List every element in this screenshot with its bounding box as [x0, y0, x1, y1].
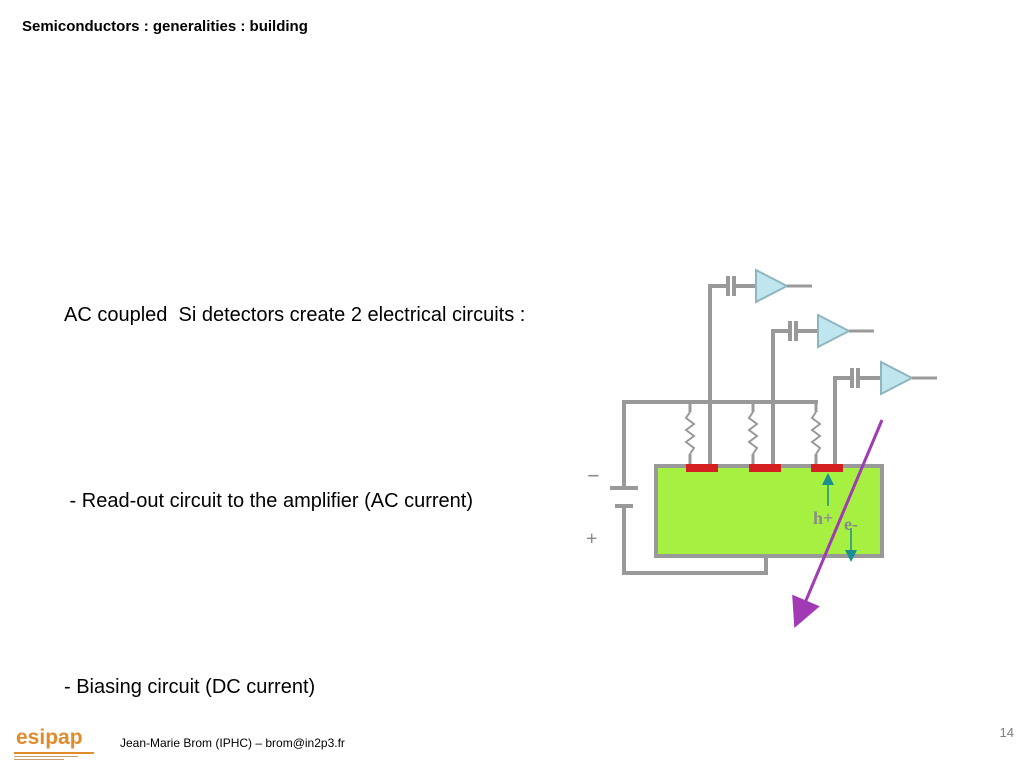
capacitor-2 — [788, 321, 818, 341]
readout-strips — [686, 464, 843, 472]
particle-track-arrow — [792, 419, 884, 629]
logo-tagline-line — [14, 756, 78, 757]
slide-title: Semiconductors : generalities : building — [22, 18, 308, 35]
hole-label: h+ — [813, 508, 833, 528]
body-text: AC coupled Si detectors create 2 electri… — [64, 238, 525, 734]
strip-2 — [749, 464, 781, 472]
esipap-logo: esipap — [14, 726, 104, 762]
strip-3 — [811, 464, 843, 472]
logo-wordmark: esipap — [16, 726, 83, 749]
body-line-1: AC coupled Si detectors create 2 electri… — [64, 304, 526, 326]
amplifier-3 — [880, 360, 937, 396]
readout-wiring — [708, 284, 850, 466]
battery-plus-label: + — [586, 528, 597, 550]
page-number: 14 — [999, 725, 1014, 740]
amplifier-2 — [817, 313, 874, 349]
logo-underline — [14, 752, 94, 754]
capacitor-3 — [850, 368, 880, 388]
silicon-detector — [654, 464, 884, 558]
battery-minus-label: − — [587, 463, 600, 488]
electron-label: e- — [844, 514, 858, 534]
strip-1 — [686, 464, 718, 472]
body-line-5: - Biasing circuit (DC current) — [64, 676, 316, 698]
resistor-3 — [810, 402, 822, 466]
coupling-capacitors — [726, 276, 880, 388]
body-line-3: - Read-out circuit to the amplifier (AC … — [64, 490, 474, 512]
resistor-2 — [747, 402, 759, 466]
logo-tagline-line-2 — [14, 759, 64, 760]
footer-author: Jean-Marie Brom (IPHC) – brom@in2p3.fr — [120, 736, 345, 750]
bias-resistors — [684, 402, 822, 466]
amplifiers — [755, 268, 937, 396]
battery-symbol — [610, 486, 638, 508]
amplifier-1 — [755, 268, 812, 304]
resistor-1 — [684, 402, 696, 466]
capacitor-1 — [726, 276, 756, 296]
